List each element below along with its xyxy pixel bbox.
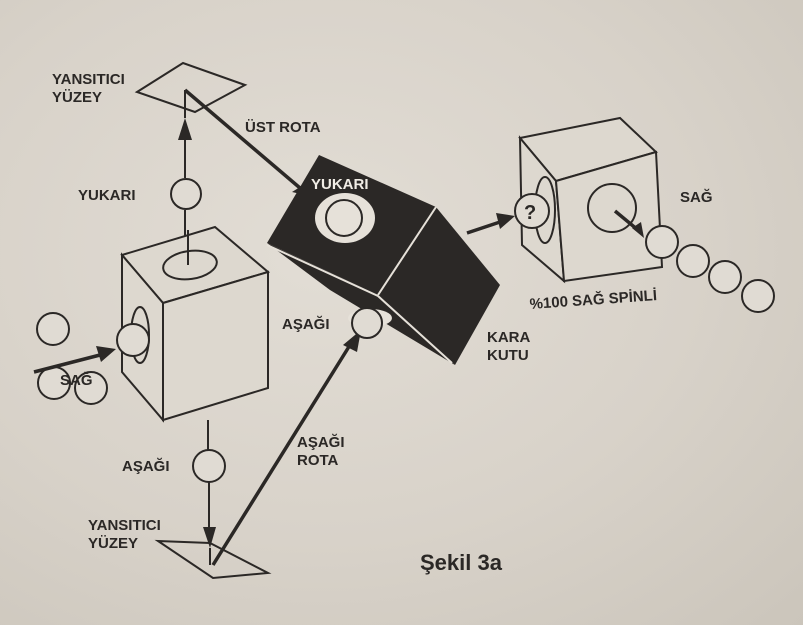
black-box-lower-ball	[351, 307, 383, 339]
lower-route-label-1: AŞAĞI	[297, 433, 345, 451]
down-ball	[192, 449, 226, 483]
black-box-label-1: KARA	[487, 329, 530, 346]
figure-caption: Şekil 3a	[420, 550, 503, 575]
output-ball	[676, 244, 710, 278]
upper-route-line	[183, 88, 302, 190]
up-ball	[170, 178, 202, 210]
black-box-down-label: AŞAĞI	[282, 315, 330, 333]
down-label: AŞAĞI	[122, 457, 170, 475]
input-arrow-line	[33, 353, 101, 374]
output-ball	[645, 225, 679, 259]
top-surface-label-2: YÜZEY	[52, 89, 102, 106]
left-cube-front	[162, 270, 269, 422]
up-arrowhead	[178, 118, 192, 140]
down-arrowhead	[203, 527, 216, 548]
black-box-edge	[377, 206, 437, 296]
output-ball	[708, 260, 742, 294]
input-ball-queued	[36, 312, 70, 346]
black-box-inner-ball	[325, 199, 363, 237]
spin-arrowhead	[632, 222, 644, 238]
input-ball-queued	[74, 371, 108, 405]
output-arrowhead	[496, 213, 515, 229]
lower-route-line	[211, 344, 352, 566]
input-arrowhead	[96, 346, 116, 362]
input-right-label: SAĞ	[60, 371, 93, 389]
right-cube-front	[554, 150, 664, 283]
bottom-surface-label-1: YANSITICI	[88, 517, 161, 534]
top-surface-label-1: YANSITICI	[52, 71, 125, 88]
bottom-surface-label-2: YÜZEY	[88, 535, 138, 552]
right-cube-front-hole	[587, 183, 637, 233]
input-ball	[116, 323, 150, 357]
black-box-edge	[377, 295, 453, 364]
question-ball	[514, 193, 550, 229]
result-label: %100 SAĞ SPİNLİ	[529, 286, 657, 313]
right-output-label: SAĞ	[680, 188, 713, 206]
bottom-reflective-surface	[154, 539, 272, 580]
black-box-up-label: YUKARI	[311, 176, 369, 193]
black-box-edge	[266, 244, 379, 297]
up-label: YUKARI	[78, 187, 136, 204]
question-mark: ?	[524, 202, 536, 224]
output-ball	[741, 279, 775, 313]
lower-route-arrowhead	[343, 330, 361, 352]
black-box-underside	[267, 243, 455, 365]
output-arrow-line	[466, 220, 501, 235]
top-reflective-surface	[134, 61, 248, 114]
black-box-right	[378, 207, 500, 365]
upper-route-label: ÜST ROTA	[245, 119, 321, 136]
black-box-label-2: KUTU	[487, 347, 529, 364]
lower-route-label-2: ROTA	[297, 452, 339, 469]
